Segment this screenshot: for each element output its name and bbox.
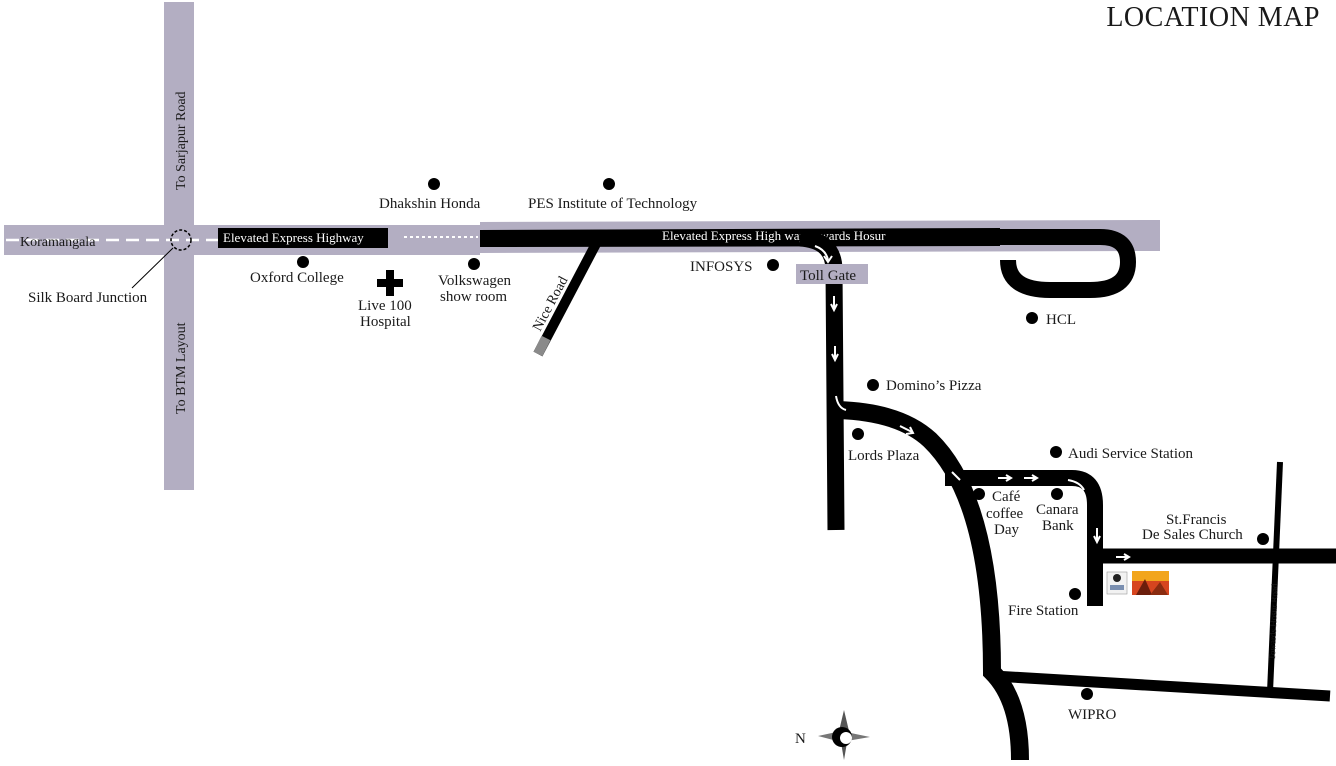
compass-icon — [818, 710, 870, 760]
hcl-loop-road — [1000, 229, 1137, 298]
wipro-label: WIPRO — [1068, 707, 1117, 723]
arrow-right-1-head — [1005, 474, 1013, 482]
arrow-down-1-head — [830, 303, 838, 313]
arrow-down-3-head — [1093, 535, 1101, 545]
wipro-dot — [1081, 688, 1093, 700]
arrow-diag-1 — [899, 425, 913, 433]
arrow-curve-1 — [814, 245, 829, 261]
canara-label-2: Bank — [1042, 518, 1074, 534]
stfrancis-label-1: St.Francis — [1166, 512, 1227, 528]
dominos-label: Domino’s Pizza — [886, 378, 982, 394]
sarjapur-label: To Sarjapur Road — [174, 91, 189, 190]
koramangala-label: Koramangala — [20, 235, 96, 250]
volkswagen-label-2: show room — [440, 289, 507, 305]
hospital-icon — [377, 270, 403, 296]
infosys-dot — [767, 259, 779, 271]
toll-gate-box — [796, 264, 868, 284]
silk-board-circle — [170, 229, 192, 251]
oxford-label: Oxford College — [250, 270, 344, 286]
project-image-icon — [1132, 571, 1169, 595]
hospital-label-2: Hospital — [360, 314, 411, 330]
arrow-head-1 — [823, 255, 833, 264]
canara-label-1: Canara — [1036, 502, 1079, 518]
audi-branch-road — [945, 470, 1103, 606]
cafe-label-2: coffee — [986, 506, 1024, 522]
oxford-dot — [297, 256, 309, 268]
elevated-highway-label: Elevated Express Highway — [223, 230, 364, 245]
volkswagen-dot — [468, 258, 480, 270]
elevated-hosur-label: Elevated Express High way towards Hosur — [662, 228, 886, 243]
toll-gate-label: Toll Gate — [800, 268, 856, 284]
hcl-dot — [1026, 312, 1038, 324]
pes-dot — [603, 178, 615, 190]
cafe-dot — [973, 488, 985, 500]
fire-station-dot — [1069, 588, 1081, 600]
dominos-dot — [867, 379, 879, 391]
pes-label: PES Institute of Technology — [528, 196, 698, 212]
audi-label: Audi Service Station — [1068, 446, 1193, 462]
btm-label: To BTM Layout — [174, 322, 189, 414]
towards-hosur-label: Towards Hosur Road — [1267, 583, 1280, 660]
arrow-curve-2 — [835, 395, 847, 411]
cafe-label-1: Café — [992, 489, 1021, 505]
project-logo-icon — [1106, 571, 1128, 595]
hcl-label: HCL — [1046, 312, 1076, 328]
elevated-highway-block — [218, 228, 388, 248]
arrow-curve-3 — [1067, 479, 1085, 491]
silk-board-label: Silk Board Junction — [28, 290, 148, 306]
dhakshin-label: Dhakshin Honda — [379, 196, 481, 212]
cafe-label-3: Day — [994, 522, 1019, 538]
lords-label: Lords Plaza — [848, 448, 920, 464]
stfrancis-label-2: De Sales Church — [1142, 527, 1243, 543]
infosys-label: INFOSYS — [690, 259, 753, 275]
hospital-label-1: Live 100 — [358, 298, 412, 314]
canara-dot — [1051, 488, 1063, 500]
stfrancis-dot — [1257, 533, 1269, 545]
fire-station-label: Fire Station — [1008, 603, 1079, 619]
lords-dot — [852, 428, 864, 440]
dhakshin-dot — [428, 178, 440, 190]
route-arrows — [814, 245, 1131, 561]
compass-north-label: N — [795, 731, 806, 747]
arrow-right-2-head — [1031, 474, 1039, 482]
arrow-right-3-head — [1123, 553, 1131, 561]
main-curve-road — [837, 401, 1029, 761]
audi-dot — [1050, 446, 1062, 458]
map-title: LOCATION MAP — [1106, 2, 1320, 33]
arrow-diag-2 — [951, 471, 961, 481]
elevated-highway-hosur — [480, 228, 1000, 247]
volkswagen-label-1: Volkswagen — [438, 273, 512, 289]
silk-board-pointer — [131, 247, 174, 289]
arrow-diag-1-head — [905, 426, 915, 435]
arrow-down-2-head — [831, 353, 839, 363]
nice-road — [533, 237, 603, 357]
wipro-road — [993, 670, 1331, 702]
towards-hosur-road — [1267, 461, 1283, 693]
nice-road-end — [533, 335, 551, 357]
